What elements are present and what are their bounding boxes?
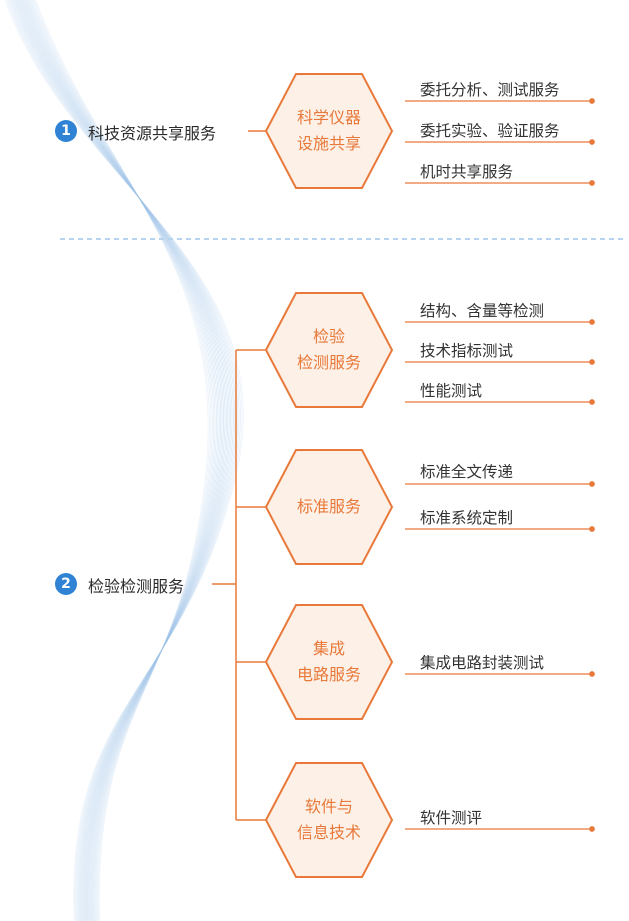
hexagon-node: [264, 73, 394, 189]
wave-line: [28, 0, 217, 921]
service-item: 集成电路封装测试: [420, 654, 545, 672]
hexagon-title-line: 集成: [312, 639, 345, 658]
wave-line: [24, 0, 222, 921]
wave-line: [7, 0, 241, 921]
hexagon-title: 检验 检测服务: [271, 324, 387, 376]
wave-line: [9, 0, 239, 921]
wave-line: [6, 0, 243, 921]
leaf-underline: [405, 98, 595, 832]
hexagon-title-line: 检验: [312, 327, 345, 346]
wave-line: [11, 0, 237, 921]
hexagon-title-line: 电路服务: [296, 665, 361, 684]
service-item: 标准全文传递: [420, 463, 514, 481]
hexagon-title-line: 检测服务: [296, 353, 361, 372]
wave-line: [34, 0, 210, 921]
section-label: 检验检测服务: [88, 577, 185, 596]
hexagon-title-line: 设施共享: [296, 134, 361, 153]
wave-line: [32, 0, 212, 921]
wave-line: [5, 0, 244, 921]
wave-line: [12, 0, 236, 921]
hexagon-node: [264, 292, 394, 408]
wave-line: [31, 0, 213, 921]
service-item: 技术指标测试: [420, 342, 514, 360]
service-item: 标准系统定制: [420, 509, 514, 527]
wave-line: [14, 0, 233, 921]
wave-line: [35, 0, 209, 921]
wave-line: [26, 0, 219, 921]
service-item: 机时共享服务: [420, 163, 514, 181]
wave-line: [23, 0, 223, 921]
wave-line: [19, 0, 227, 921]
section-number-badge: 1: [55, 120, 77, 142]
hexagon-title-line: 信息技术: [296, 823, 361, 842]
service-item: 委托分析、测试服务: [420, 81, 560, 99]
service-item: 委托实验、验证服务: [420, 122, 560, 140]
wave-line: [13, 0, 234, 921]
hexagon-title: 标准服务: [271, 494, 387, 520]
wave-line: [18, 0, 229, 921]
wave-line: [20, 0, 226, 921]
hexagon-node: [264, 604, 394, 720]
hexagon-title: 科学仪器 设施共享: [271, 105, 387, 157]
hexagon-title: 集成 电路服务: [271, 636, 387, 688]
hexagon-node: [264, 449, 394, 565]
wave-line: [8, 0, 240, 921]
hexagon-title-line: 科学仪器: [296, 108, 361, 127]
wave-line: [15, 0, 231, 921]
hexagon-title-line: 标准服务: [296, 497, 361, 516]
wave-line: [30, 0, 215, 921]
hexagon-title: 软件与 信息技术: [271, 794, 387, 846]
wave-line: [22, 0, 224, 921]
hexagon-node: [264, 762, 394, 878]
service-item: 结构、含量等检测: [420, 302, 545, 320]
wave-line: [25, 0, 220, 921]
section-number-badge: 2: [55, 573, 77, 595]
service-item: 性能测试: [420, 382, 483, 400]
service-item: 软件测评: [420, 809, 483, 827]
hexagon-title-line: 软件与: [304, 797, 353, 816]
section-label: 科技资源共享服务: [88, 124, 217, 143]
wave-line: [17, 0, 230, 921]
wave-line: [29, 0, 216, 921]
